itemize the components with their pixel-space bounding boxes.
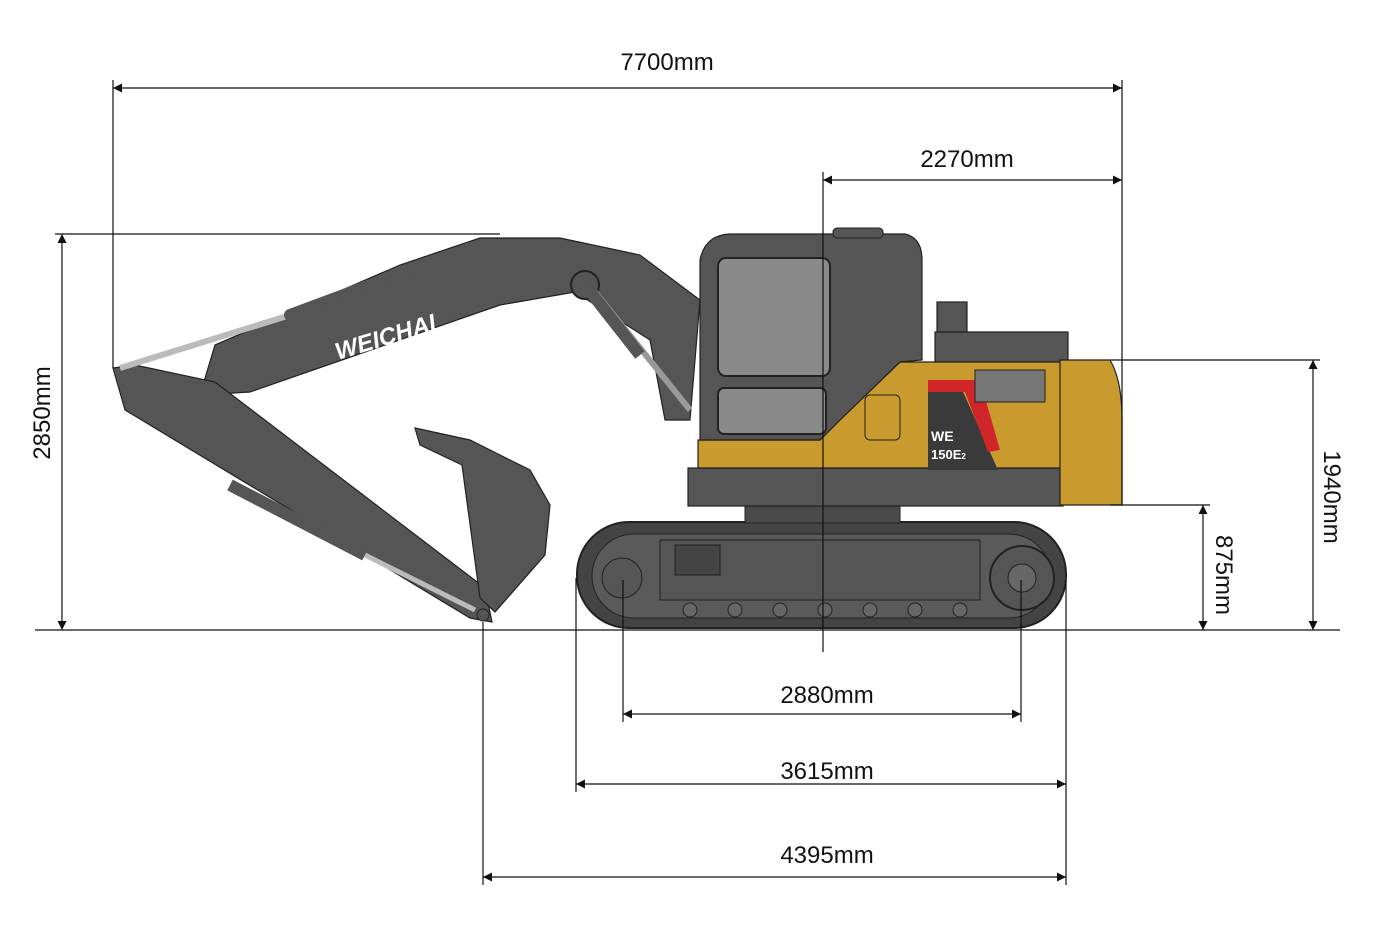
model-text-line2: 150E2 (931, 447, 966, 462)
bucket-cylinder-rod (363, 552, 477, 613)
cab-front-window (717, 257, 831, 377)
side-vent (864, 394, 901, 441)
engine-grille (974, 369, 1046, 403)
label-overall-length: 7700mm (620, 49, 713, 76)
label-tail-swing: 2270mm (920, 146, 1013, 173)
idler (601, 557, 643, 599)
label-counterweight-top-height: 1940mm (1318, 450, 1345, 543)
counterweight (1059, 359, 1123, 506)
label-tumbler-distance: 2880mm (780, 682, 873, 709)
excavator-illustration: WE 150E2 WEICHAI (112, 227, 1123, 629)
bucket (414, 427, 551, 613)
label-track-length: 3615mm (780, 758, 873, 785)
upper-frame (687, 467, 1064, 507)
arm (112, 364, 493, 623)
model-decal (928, 385, 998, 470)
model-text-line1: WE (931, 428, 954, 444)
engine-hood (934, 331, 1069, 363)
extension-lines (55, 80, 1320, 885)
label-rear-to-bucket: 4395mm (780, 842, 873, 869)
air-precleaner (936, 301, 968, 333)
label-counterweight-clearance: 875mm (1210, 535, 1237, 615)
arm-cylinder-rod (119, 309, 301, 371)
label-transport-height: 2850mm (29, 366, 56, 459)
cab-lower-window (717, 387, 827, 435)
